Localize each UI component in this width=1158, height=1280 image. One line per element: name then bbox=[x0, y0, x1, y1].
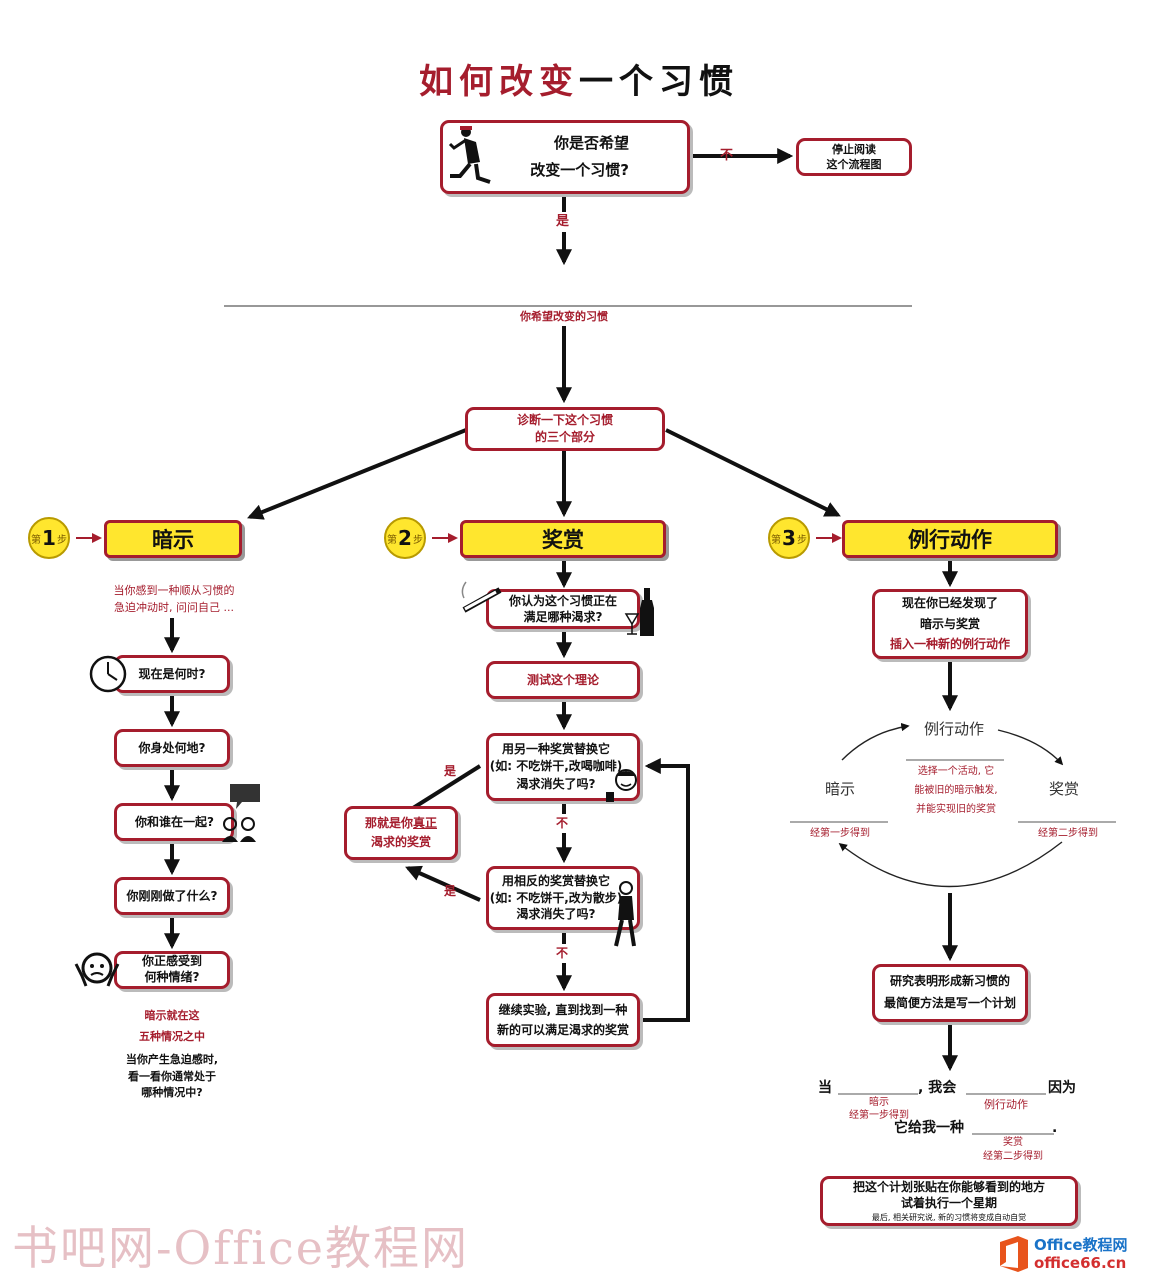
question-box: 你是否希望 改变一个习惯? bbox=[440, 120, 690, 194]
diagnose-line2: 的三个部分 bbox=[534, 430, 595, 444]
cycle-routine-label: 例行动作 bbox=[923, 720, 984, 738]
reward-real-box: 那就是你真正 渴求的奖赏 bbox=[344, 806, 458, 860]
title-part1: 如何改变 bbox=[419, 62, 579, 102]
cue-question-people: 你和谁在一起? bbox=[114, 803, 234, 841]
plan-period: . bbox=[1052, 1120, 1058, 1136]
step-3-title-routine: 例行动作 bbox=[842, 520, 1058, 558]
watermark-text: 书吧网-Office教程网 bbox=[12, 1221, 470, 1275]
diagnose-box: 诊断一下这个习惯 的三个部分 bbox=[465, 407, 665, 451]
reward-alt1-no: 不 bbox=[556, 814, 569, 833]
plan-because: 因为 bbox=[1048, 1080, 1076, 1096]
wine-bottle-icon bbox=[624, 588, 654, 636]
stop-line2: 这个流程图 bbox=[826, 158, 882, 171]
cycle-center-text: 选择一个活动, 它 能被旧的暗示触发, 并能实现旧的奖赏 bbox=[914, 766, 998, 815]
diagnose-line1: 诊断一下这个习惯 bbox=[516, 413, 613, 428]
reward-alt2-box: 用相反的奖赏替换它 (如: 不吃饼干,改为散步) 渴求消失了吗? bbox=[486, 866, 640, 930]
cue-intro: 当你感到一种顺从习惯的 急迫冲动时, 问问自己 ... bbox=[113, 584, 235, 614]
routine-found-box: 现在你已经发现了 暗示与奖赏 插入一种新的例行动作 bbox=[872, 589, 1028, 659]
people-talking-icon bbox=[222, 784, 260, 842]
cue-tip: 当你产生急迫感时, 看一看你通常处于 哪种情况中? bbox=[125, 1053, 219, 1099]
cycle-from-step1: 经第一步得到 bbox=[810, 828, 870, 839]
page-title: 如何改变一个习惯 bbox=[0, 54, 1158, 103]
plan-will: , 我会 bbox=[918, 1080, 957, 1096]
reward-alt1-yes: 是 bbox=[444, 764, 457, 778]
plan-under-reward: 奖赏 经第二步得到 bbox=[983, 1137, 1043, 1162]
coffee-man-icon bbox=[606, 769, 637, 802]
reward-craving-box: 你认为这个习惯正在 满足哪种渴求? bbox=[486, 589, 640, 629]
office-logo: Office教程网 office66.cn bbox=[996, 1232, 1152, 1276]
cycle-from-step2: 经第二步得到 bbox=[1038, 828, 1098, 839]
cycle-cue-label: 暗示 bbox=[824, 780, 855, 798]
cigarette-icon bbox=[461, 581, 502, 613]
cycle-reward-label: 奖赏 bbox=[1048, 780, 1079, 798]
stop-box: 停止阅读 这个流程图 bbox=[796, 138, 912, 176]
clock-icon bbox=[89, 655, 127, 693]
cue-question-emotion: 你正感受到 何种情绪? bbox=[114, 951, 230, 989]
logo-text-2: office66.cn bbox=[1034, 1254, 1127, 1272]
step-2-title-reward: 奖赏 bbox=[460, 520, 666, 558]
title-part2: 一个习惯 bbox=[579, 62, 739, 102]
step-1-title-cue: 暗示 bbox=[104, 520, 242, 558]
angry-face-icon bbox=[74, 952, 120, 987]
plan-under-cue: 暗示 经第一步得到 bbox=[849, 1097, 909, 1121]
cue-question-time: 现在是何时? bbox=[114, 655, 230, 693]
yes-label-top: 是 bbox=[556, 212, 570, 233]
logo-text-1: Office教程网 bbox=[1034, 1236, 1128, 1254]
plan-when: 当 bbox=[818, 1080, 832, 1096]
no-label-top: 不 bbox=[720, 148, 734, 163]
routine-post-box: 把这个计划张贴在你能够看到的地方 试着执行一个星期 最后, 相关研究说, 新的习… bbox=[820, 1176, 1078, 1226]
question-line1: 你是否希望 bbox=[553, 134, 629, 152]
office-logo-icon bbox=[1000, 1236, 1028, 1272]
plan-under-routine: 例行动作 bbox=[984, 1098, 1028, 1111]
reward-alt2-no: 不 bbox=[556, 944, 569, 963]
walking-person-icon bbox=[614, 881, 636, 947]
routine-plan-box: 研究表明形成新习惯的 最简便方法是写一个计划 bbox=[872, 964, 1028, 1022]
reward-test-box: 测试这个理论 bbox=[486, 661, 640, 699]
question-line2: 改变一个习惯? bbox=[530, 161, 629, 179]
cue-question-action: 你刚刚做了什么? bbox=[114, 877, 230, 915]
cue-question-place: 你身处何地? bbox=[114, 729, 230, 767]
cue-note: 暗示就在这 五种情况之中 bbox=[139, 1009, 205, 1043]
reward-continue-box: 继续实验, 直到找到一种 新的可以满足渴求的奖赏 bbox=[486, 993, 640, 1047]
stop-line1: 停止阅读 bbox=[832, 142, 876, 156]
reward-alt1-box: 用另一种奖赏替换它 (如: 不吃饼干,改喝咖啡) 渴求消失了吗? bbox=[486, 733, 640, 801]
walking-man-icon bbox=[448, 126, 491, 184]
reward-alt2-yes: 是 bbox=[444, 884, 457, 898]
habit-blank-label: 你希望改变的习惯 bbox=[520, 310, 608, 323]
plan-gives: 它给我一种 bbox=[894, 1120, 964, 1136]
